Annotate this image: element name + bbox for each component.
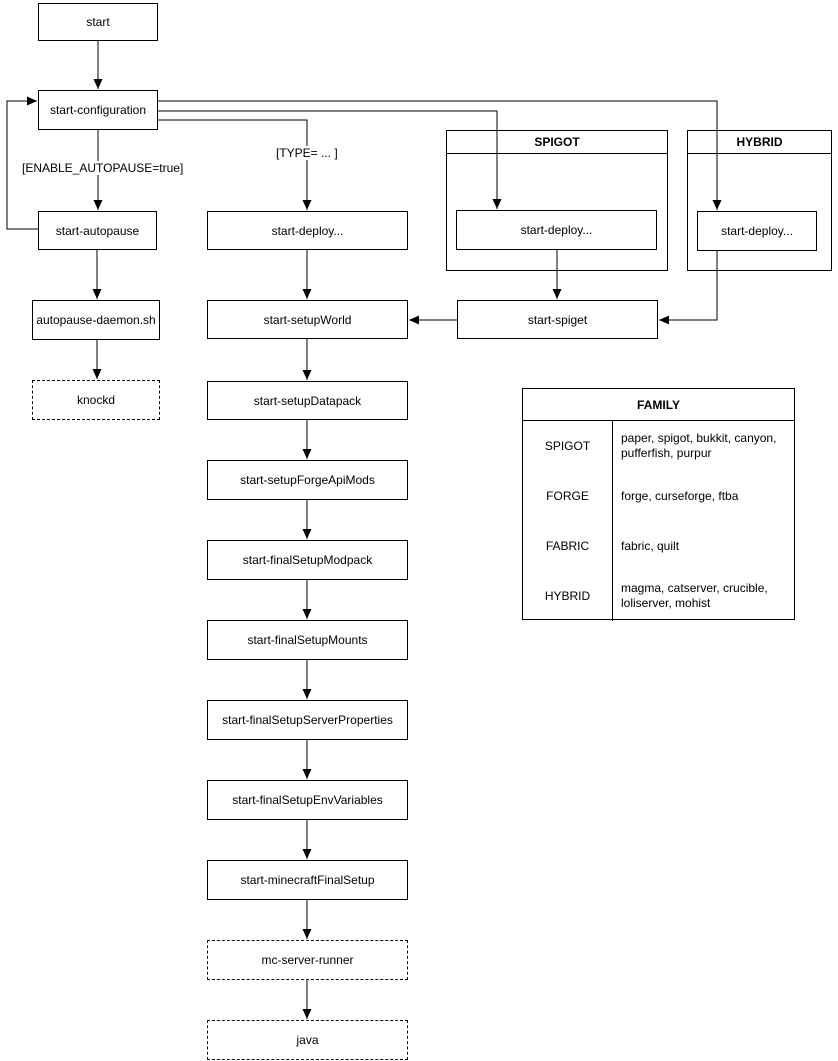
- node-java: java: [207, 1020, 408, 1060]
- node-start-autopause: start-autopause: [38, 211, 157, 250]
- node-start-final-setup-server-properties: start-finalSetupServerProperties: [207, 700, 408, 740]
- family-name-cell: HYBRID: [523, 571, 613, 621]
- node-spigot-start-deploy: start-deploy...: [456, 210, 657, 250]
- family-name-cell: FABRIC: [523, 521, 613, 571]
- edge-label-enable-autopause: [ENABLE_AUTOPAUSE=true]: [20, 161, 186, 175]
- family-servers-cell: fabric, quilt: [621, 538, 680, 553]
- node-start-setup-forge-api-mods: start-setupForgeApiMods: [207, 460, 408, 500]
- node-start-deploy: start-deploy...: [207, 211, 408, 250]
- node-start-spiget: start-spiget: [457, 300, 658, 339]
- hybrid-container-title: HYBRID: [688, 131, 831, 154]
- family-servers-cell: magma, catserver, crucible, loliserver, …: [621, 581, 768, 610]
- family-table-title: FAMILY: [523, 389, 794, 421]
- node-mc-server-runner: mc-server-runner: [207, 940, 408, 980]
- node-start: start: [38, 3, 158, 41]
- node-start-setup-world: start-setupWorld: [207, 300, 408, 339]
- spigot-container-title: SPIGOT: [447, 131, 667, 154]
- node-start-final-setup-mounts: start-finalSetupMounts: [207, 620, 408, 660]
- node-knockd: knockd: [32, 380, 160, 420]
- node-start-final-setup-env-variables: start-finalSetupEnvVariables: [207, 780, 408, 820]
- family-table-body: SPIGOT paper, spigot, bukkit, canyon, pu…: [523, 421, 794, 621]
- family-servers-cell: paper, spigot, bukkit, canyon, pufferfis…: [621, 431, 777, 460]
- node-start-minecraft-final-setup: start-minecraftFinalSetup: [207, 860, 408, 900]
- node-start-final-setup-modpack: start-finalSetupModpack: [207, 540, 408, 580]
- node-autopause-daemon: autopause-daemon.sh: [32, 300, 160, 340]
- edge-label-type: [TYPE= ... ]: [274, 146, 340, 160]
- node-hybrid-start-deploy: start-deploy...: [697, 211, 817, 251]
- node-start-setup-datapack: start-setupDatapack: [207, 381, 408, 420]
- family-table: FAMILY SPIGOT paper, spigot, bukkit, can…: [522, 388, 795, 621]
- family-name-cell: SPIGOT: [523, 421, 613, 471]
- node-start-configuration: start-configuration: [38, 90, 158, 130]
- family-servers-cell: forge, curseforge, ftba: [621, 488, 739, 503]
- family-name-cell: FORGE: [523, 471, 613, 521]
